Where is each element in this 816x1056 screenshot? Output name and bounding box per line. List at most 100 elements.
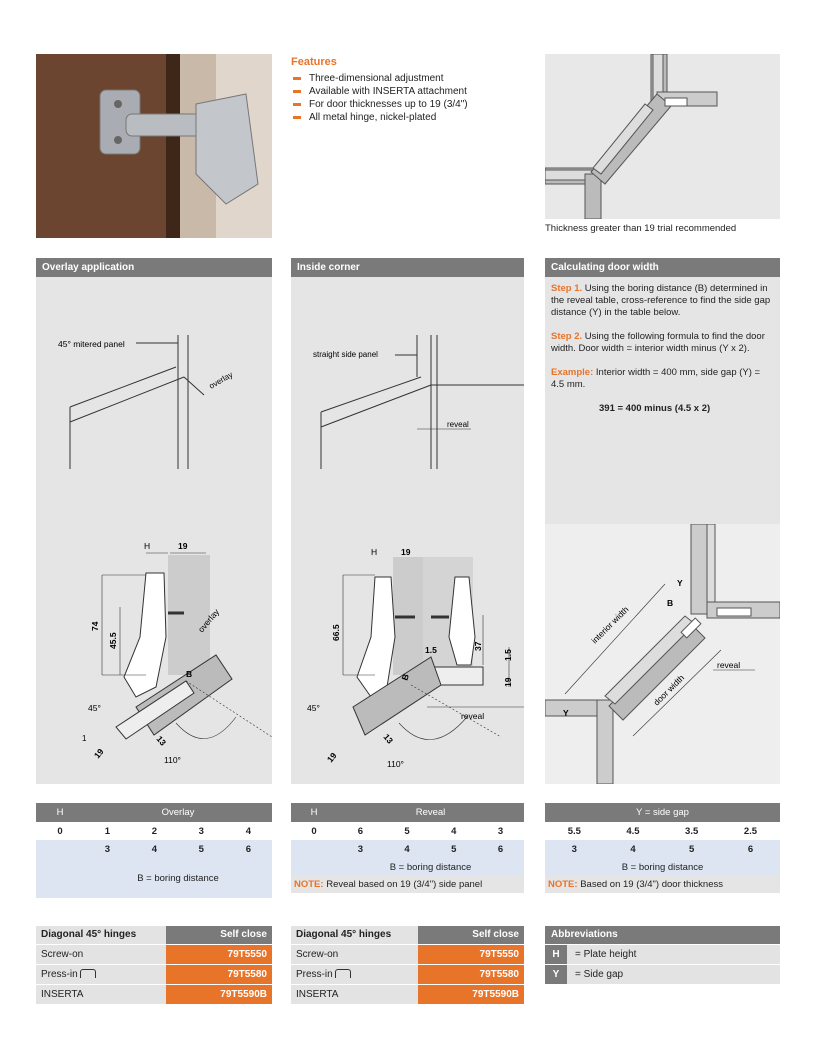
label-b: B: [667, 598, 673, 608]
press-in-icon: [335, 969, 352, 978]
abbreviations: Abbreviations H = Plate height Y = Side …: [545, 926, 780, 984]
cell: 6: [720, 840, 780, 858]
order-head-left: Diagonal 45° hinges: [291, 926, 418, 944]
feature-item: For door thicknesses up to 19 (3/4"): [291, 98, 531, 111]
order-name: Screw-on: [291, 945, 418, 964]
col-side-gap: Y = side gap: [545, 803, 780, 822]
order-code: 79T5590B: [418, 985, 524, 1004]
inside-corner-diagram: straight side panel reveal H 19 66.5 1.5…: [307, 335, 524, 769]
label-74: 74: [90, 621, 100, 631]
cell: 5: [662, 840, 721, 858]
cell: 4: [430, 822, 478, 840]
label-110deg: 110°: [387, 759, 404, 769]
cell: 3: [337, 840, 384, 858]
order-row: Press-in 79T5580: [291, 964, 524, 984]
order-row: Press-in 79T5580: [36, 964, 272, 984]
overlay-table: H Overlay 0 1 2 3 4 3 4 5 6 B = boring d…: [36, 803, 272, 898]
order-name: Screw-on: [36, 945, 166, 964]
note-text: Reveal based on 19 (3/4") side panel: [326, 879, 483, 890]
order-name: Press-in: [296, 969, 333, 980]
order-code: 79T5550: [166, 945, 272, 964]
order-code: 79T5580: [166, 965, 272, 984]
label-1: 1: [82, 734, 87, 743]
cell: 3: [477, 822, 524, 840]
cell: 6: [477, 840, 524, 858]
label-13: 13: [154, 734, 168, 748]
cell-empty: [291, 840, 337, 876]
label-19b: 19: [325, 750, 339, 764]
order-code: 79T5580: [418, 965, 524, 984]
order-head-right: Self close: [166, 926, 272, 944]
press-in-icon: [80, 969, 97, 978]
cell: 5: [383, 822, 431, 840]
inside-corner-panel: Inside corner straight side panel reveal: [291, 258, 524, 784]
feature-item: Available with INSERTA attachment: [291, 85, 531, 98]
label-reveal: reveal: [461, 711, 484, 721]
boring-distance-label: B = boring distance: [337, 858, 524, 876]
cell: 5: [177, 840, 225, 858]
order-code: 79T5550: [418, 945, 524, 964]
label-reveal: reveal: [717, 660, 740, 670]
note-text: Based on 19 (3/4") door thickness: [580, 879, 723, 890]
order-row: Screw-on 79T5550: [36, 944, 272, 964]
features-list: Features Three-dimensional adjustment Av…: [291, 56, 531, 124]
features-title: Features: [291, 56, 337, 68]
order-row: INSERTA 79T5590B: [291, 984, 524, 1004]
label-1-5b: 1.5: [503, 649, 513, 661]
cell: 6: [224, 840, 272, 858]
panel-title: Calculating door width: [545, 258, 780, 277]
order-table-1: Diagonal 45° hinges Self close Screw-on …: [36, 926, 272, 1004]
abbreviation-row: H = Plate height: [545, 944, 780, 964]
cell: 0: [36, 822, 84, 840]
calc-instructions: Step 1. Using the boring distance (B) de…: [545, 277, 780, 433]
cell: 3: [177, 822, 225, 840]
col-h: H: [36, 803, 84, 822]
cell: 6: [337, 822, 384, 840]
door-width-panel: Calculating door width Step 1. Using the…: [545, 258, 780, 784]
label-110deg: 110°: [164, 755, 181, 765]
step1-label: Step 1.: [551, 283, 583, 294]
abbreviation-key: Y: [545, 965, 567, 984]
order-head-right: Self close: [418, 926, 524, 944]
cell: 0: [291, 822, 337, 840]
label-overlay-small: overlay: [208, 370, 235, 391]
cell: 5.5: [545, 822, 604, 840]
example-formula: 391 = 400 minus (4.5 x 2): [599, 403, 711, 414]
col-reveal: Reveal: [337, 803, 524, 822]
step1-text: Using the boring distance (B) determined…: [551, 283, 771, 318]
cell: 3.5: [662, 822, 721, 840]
order-name: Press-in: [41, 969, 78, 980]
label-45-5: 45.5: [108, 632, 118, 649]
order-code: 79T5590B: [166, 985, 272, 1004]
label-1-5a: 1.5: [425, 645, 437, 655]
note-label: NOTE:: [294, 879, 324, 890]
hinge-illustration: [36, 54, 272, 238]
side-gap-note: NOTE: Based on 19 (3/4") door thickness: [545, 876, 780, 893]
cell: 3: [545, 840, 604, 858]
cell: 3: [84, 840, 131, 858]
abbreviation-value: = Plate height: [575, 949, 637, 960]
reveal-note: NOTE: Reveal based on 19 (3/4") side pan…: [291, 876, 524, 893]
abbreviation-value: = Side gap: [575, 969, 624, 980]
label-mitered: 45° mitered panel: [58, 339, 125, 349]
panel-title: Overlay application: [36, 258, 272, 277]
order-row: INSERTA 79T5590B: [36, 984, 272, 1004]
door-width-diagram: interior width door width reveal Y B Y: [545, 524, 780, 784]
col-overlay: Overlay: [84, 803, 272, 822]
thickness-diagram: [544, 53, 780, 220]
abbreviations-title: Abbreviations: [545, 926, 780, 944]
order-name: INSERTA: [291, 985, 418, 1004]
cell: 4.5: [603, 822, 663, 840]
cell: 4: [224, 822, 272, 840]
feature-item: All metal hinge, nickel-plated: [291, 111, 531, 124]
label-b: B: [399, 672, 410, 681]
label-45deg: 45°: [88, 703, 101, 713]
order-name: INSERTA: [36, 985, 166, 1004]
cell-empty: [36, 840, 84, 898]
reveal-table: H Reveal 0 6 5 4 3 3 4 5 6 B = boring di…: [291, 803, 524, 893]
label-13: 13: [381, 732, 395, 746]
boring-distance-label: B = boring distance: [545, 858, 780, 876]
thickness-caption: Thickness greater than 19 trial recommen…: [545, 223, 737, 234]
example-label: Example:: [551, 367, 594, 378]
label-66-5: 66.5: [331, 624, 341, 641]
